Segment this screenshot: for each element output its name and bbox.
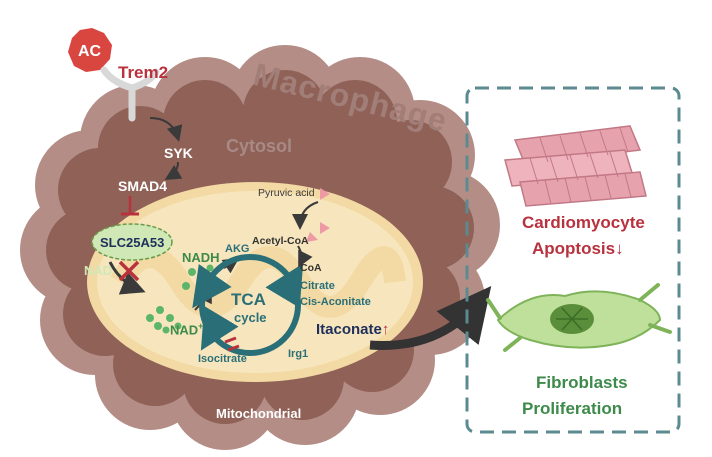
slc25a53-label: SLC25A53 (100, 235, 165, 250)
itaconate-up-arrow: ↑ (381, 321, 390, 338)
pyruvic-acid-label: Pyruvic acid (258, 187, 315, 199)
nad-label: NAD (84, 263, 113, 278)
cardiomyocyte-illustration (504, 125, 647, 207)
cytosol-label: Cytosol (226, 136, 293, 156)
trem2-label: Trem2 (118, 63, 169, 82)
cis-aconitate-label: Cis-Aconitate (300, 296, 371, 308)
mitochondrial-label: Mitochondrial (216, 406, 302, 421)
ac-label: AC (78, 43, 102, 60)
slc25a53-transporter (91, 223, 173, 261)
apoptosis-down-arrow: ↓ (615, 239, 624, 258)
syk-label: SYK (164, 145, 193, 161)
cardiomyocyte-label: Cardiomyocyte (522, 213, 645, 232)
trem2-receptor (100, 66, 160, 122)
akg-label: AKG (225, 243, 250, 255)
cycle-label: cycle (234, 310, 267, 325)
nadh-label: NADH (182, 250, 220, 265)
irg1-label: Irg1 (288, 348, 309, 360)
acetyl-coa-label: Acetyl-CoA (252, 235, 309, 247)
tca-cycle-ring (192, 254, 304, 356)
apoptosis-text: Apoptosis (532, 239, 616, 258)
nad-plus-superscript: + (198, 321, 204, 331)
nad-plus-label: NAD+ (170, 321, 204, 338)
fibroblasts-label: Fibroblasts (536, 373, 628, 392)
smad4-label: SMAD4 (118, 178, 168, 194)
citrate-label: Citrate (300, 280, 335, 292)
fibroblast-illustration (486, 283, 672, 352)
apoptosis-label: Apoptosis↓ (532, 240, 624, 257)
isocitrate-label: Isocitrate (198, 353, 247, 365)
outcome-panel (465, 86, 681, 434)
tca-label: TCA (231, 290, 266, 309)
nad-plus-text: NAD (170, 322, 199, 338)
coa-label: CoA (300, 262, 322, 274)
itaconate-label: Itaconate↑ (316, 322, 389, 337)
nad-molecules (146, 306, 182, 334)
ac-badge (68, 28, 112, 72)
proliferation-label: Proliferation (522, 399, 623, 418)
itaconate-text: Itaconate (316, 321, 382, 338)
pyruvic-acid-molecules (306, 188, 330, 242)
